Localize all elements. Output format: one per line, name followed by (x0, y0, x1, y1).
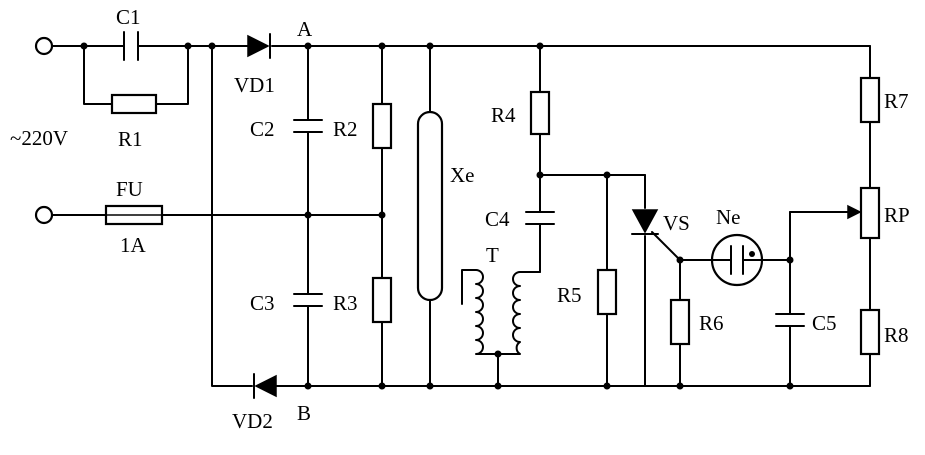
resistor-r4 (529, 90, 551, 136)
component-labels: C1 R1 VD1 A ~220V FU 1A C2 R2 C3 R3 VD2 … (10, 5, 910, 433)
label-supply-voltage: ~220V (10, 126, 68, 150)
label-r5: R5 (557, 283, 582, 307)
fuse-fu (104, 204, 164, 226)
label-rp: RP (884, 203, 910, 227)
label-r7: R7 (884, 89, 909, 113)
label-r2: R2 (333, 117, 358, 141)
label-r8: R8 (884, 323, 909, 347)
resistor-r1 (110, 93, 158, 115)
label-c2: C2 (250, 117, 275, 141)
label-node-b: B (297, 401, 311, 425)
capacitor-c2 (293, 119, 323, 133)
neon-lamp-ne (710, 233, 764, 287)
resistor-r7 (859, 76, 881, 124)
capacitor-c5 (775, 313, 805, 327)
terminal-line (34, 36, 54, 56)
junction-dots (80, 42, 794, 390)
label-vs: VS (663, 211, 690, 235)
label-r4: R4 (491, 103, 516, 127)
resistor-r3 (371, 276, 393, 324)
label-r3: R3 (333, 291, 358, 315)
resistor-r6 (669, 298, 691, 346)
xenon-tube-xe (416, 110, 444, 302)
label-vd1: VD1 (234, 73, 275, 97)
label-vd2: VD2 (232, 409, 273, 433)
diode-vd1 (247, 33, 271, 59)
label-c4: C4 (485, 207, 510, 231)
diode-vd2 (253, 373, 277, 399)
label-fuse-rating: 1A (120, 233, 147, 257)
label-xe: Xe (450, 163, 475, 187)
terminal-neutral (34, 205, 54, 225)
potentiometer-rp (847, 186, 881, 240)
label-r6: R6 (699, 311, 724, 335)
thyristor-vs (631, 209, 659, 235)
transformer-t (475, 269, 521, 355)
label-ne: Ne (716, 205, 741, 229)
resistor-r2 (371, 102, 393, 150)
label-t: T (486, 243, 499, 267)
resistor-r8 (859, 308, 881, 356)
capacitor-c4 (525, 211, 555, 225)
label-node-a: A (297, 17, 313, 41)
label-c3: C3 (250, 291, 275, 315)
wires (51, 45, 871, 387)
label-r1: R1 (118, 127, 143, 151)
label-fu: FU (116, 177, 143, 201)
label-c5: C5 (812, 311, 837, 335)
capacitor-c3 (293, 293, 323, 307)
resistor-r5 (596, 268, 618, 316)
label-c1: C1 (116, 5, 141, 29)
capacitor-c1 (123, 31, 139, 61)
